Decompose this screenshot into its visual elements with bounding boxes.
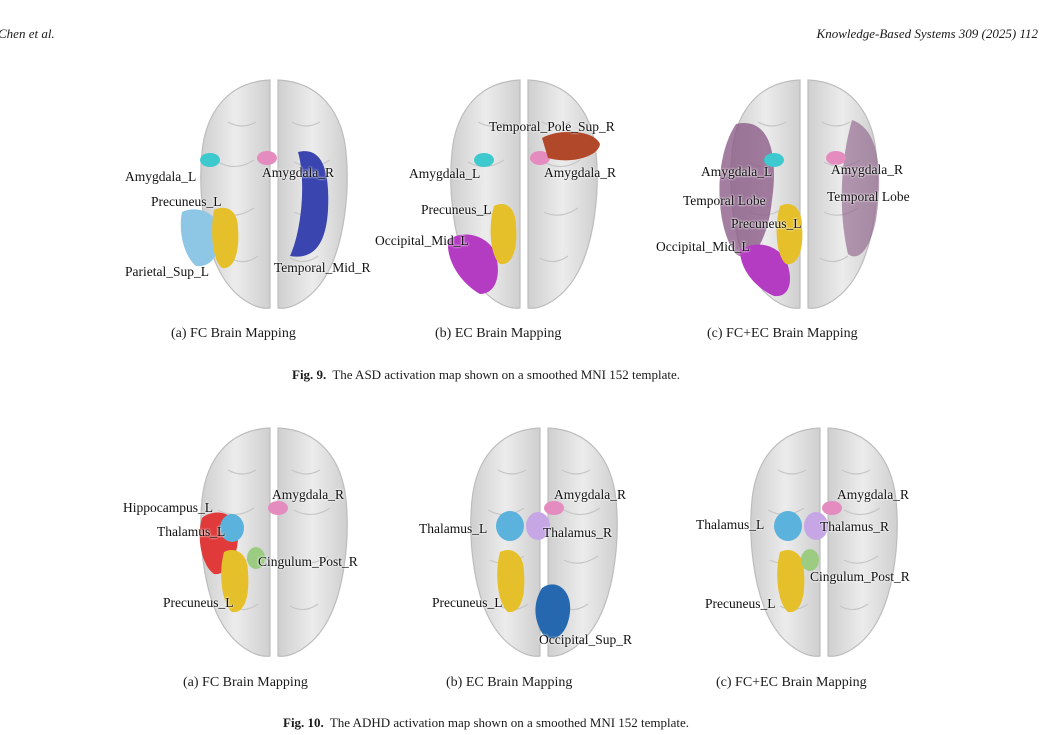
fig9-panel-a: Amygdala_L Amygdala_R Precuneus_L Pariet… (122, 60, 422, 310)
fig9a-region-amygdala-r (257, 151, 277, 165)
fig10c-label-thalamus-l: Thalamus_L (696, 517, 765, 532)
fig10c-label-thalamus-r: Thalamus_R (820, 519, 889, 534)
fig9c-label-amygdala-r: Amygdala_R (831, 162, 903, 177)
fig10c-caption: (c) FC+EC Brain Mapping (716, 675, 867, 690)
fig10-panel-a: Hippocampus_L Amygdala_R Thalamus_L Cing… (122, 408, 422, 658)
fig9-panel-b: Temporal_Pole_Sup_R Amygdala_L Amygdala_… (372, 60, 672, 310)
fig9c-region-occipital-mid-l (740, 244, 790, 297)
fig9b-brain-map (447, 79, 600, 309)
fig9a-label-amygdala-r: Amygdala_R (262, 165, 334, 180)
fig9b-region-amygdala-l (474, 153, 494, 167)
fig9c-region-precuneus-l (776, 204, 803, 265)
fig9b-region-amygdala-r (530, 151, 550, 165)
fig10b-region-amygdala-r (544, 501, 564, 515)
fig9c-region-temporal-lobe-r (841, 120, 880, 257)
fig10-panel-c: Amygdala_R Thalamus_L Thalamus_R Cingulu… (672, 408, 972, 658)
fig10a-label-thalamus-l: Thalamus_L (157, 524, 226, 539)
fig10c-region-thalamus-l (774, 511, 802, 541)
fig9b-caption: (b) EC Brain Mapping (435, 326, 562, 341)
fig10b-label-occipital-sup-r: Occipital_Sup_R (539, 632, 632, 647)
fig9b-region-precuneus-l (490, 204, 517, 265)
fig10c-region-cingulum-post-r (801, 549, 819, 571)
fig10a-label-cingulum-post-r: Cingulum_Post_R (258, 554, 358, 569)
running-header-journal: Knowledge-Based Systems 309 (2025) 112 (816, 26, 1038, 41)
fig10b-caption: (b) EC Brain Mapping (446, 675, 573, 690)
fig10c-label-cingulum-post-r: Cingulum_Post_R (810, 569, 910, 584)
fig10a-caption: (a) FC Brain Mapping (183, 675, 308, 690)
fig9c-region-temporal-lobe-l (719, 123, 775, 257)
fig10a-label-precuneus-l: Precuneus_L (163, 595, 234, 610)
fig9-panel-c: Amygdala_L Amygdala_R Temporal Lobe Temp… (652, 60, 952, 310)
fig10a-region-thalamus-l (220, 514, 244, 542)
fig10b-region-occipital-sup-r (535, 584, 571, 639)
fig9c-label-amygdala-l: Amygdala_L (701, 164, 773, 179)
fig9b-label-occipital-mid-l: Occipital_Mid_L (375, 233, 469, 248)
fig9a-brain-map (180, 79, 348, 309)
fig9a-caption: (a) FC Brain Mapping (171, 326, 296, 341)
fig10b-label-thalamus-l: Thalamus_L (419, 521, 488, 536)
fig10b-region-precuneus-l (497, 550, 525, 613)
fig9b-label-temporal-pole-sup-r: Temporal_Pole_Sup_R (489, 119, 615, 134)
fig10b-label-thalamus-r: Thalamus_R (543, 525, 612, 540)
fig9a-region-temporal-mid-r (290, 151, 329, 257)
fig10-number: Fig. 10. (283, 715, 324, 730)
fig10a-label-hippocampus-l: Hippocampus_L (123, 500, 213, 515)
fig9c-caption: (c) FC+EC Brain Mapping (707, 326, 858, 341)
fig9c-label-occipital-mid-l: Occipital_Mid_L (656, 239, 750, 254)
fig9-number: Fig. 9. (292, 367, 327, 382)
fig9a-region-parietal-sup-l (180, 209, 220, 267)
fig10c-region-amygdala-r (822, 501, 842, 515)
fig10b-label-amygdala-r: Amygdala_R (554, 487, 626, 502)
fig9b-region-temporal-pole-sup-r (542, 131, 600, 161)
fig9a-region-amygdala-l (200, 153, 220, 167)
fig9b-region-occipital-mid-l (447, 234, 498, 294)
fig9b-label-amygdala-l: Amygdala_L (409, 166, 481, 181)
fig9c-label-temporal-lobe-l: Temporal Lobe (683, 193, 766, 208)
fig9a-label-parietal-sup-l: Parietal_Sup_L (125, 264, 209, 279)
running-header-author: Chen et al. (0, 26, 55, 41)
fig10-caption: Fig. 10. The ADHD activation map shown on… (283, 715, 689, 731)
fig10b-region-thalamus-r (526, 512, 550, 540)
fig9a-region-precuneus-l (212, 207, 239, 269)
fig10b-label-precuneus-l: Precuneus_L (432, 595, 503, 610)
fig9c-region-amygdala-r (826, 151, 846, 165)
fig10b-region-thalamus-l (496, 511, 524, 541)
fig9a-label-temporal-mid-r: Temporal_Mid_R (274, 260, 371, 275)
fig10c-brain-map (750, 427, 898, 657)
fig10c-region-precuneus-l (777, 550, 805, 613)
fig10c-region-thalamus-r (804, 512, 828, 540)
fig9c-brain-map (719, 79, 880, 309)
fig9c-region-amygdala-l (764, 153, 784, 167)
fig9-caption-text: The ASD activation map shown on a smooth… (332, 367, 681, 382)
fig9c-label-precuneus-l: Precuneus_L (731, 216, 802, 231)
fig9a-label-amygdala-l: Amygdala_L (125, 169, 197, 184)
fig10c-label-precuneus-l: Precuneus_L (705, 596, 776, 611)
fig10c-label-amygdala-r: Amygdala_R (837, 487, 909, 502)
fig9b-label-precuneus-l: Precuneus_L (421, 202, 492, 217)
fig10a-brain-map (199, 427, 348, 657)
fig10-caption-text: The ADHD activation map shown on a smoot… (329, 715, 690, 730)
fig9a-label-precuneus-l: Precuneus_L (151, 194, 222, 209)
fig9b-label-amygdala-r: Amygdala_R (544, 165, 616, 180)
fig10a-region-cingulum-post-r (247, 547, 265, 569)
fig10-panel-b: Amygdala_R Thalamus_L Thalamus_R Precune… (392, 408, 692, 658)
fig10a-region-amygdala-r (268, 501, 288, 515)
fig10b-brain-map (470, 427, 618, 657)
fig9-caption: Fig. 9. The ASD activation map shown on a… (292, 367, 680, 383)
fig10a-label-amygdala-r: Amygdala_R (272, 487, 344, 502)
fig10a-region-precuneus-l (221, 550, 249, 613)
fig9c-label-temporal-lobe-r: Temporal Lobe (827, 189, 910, 204)
